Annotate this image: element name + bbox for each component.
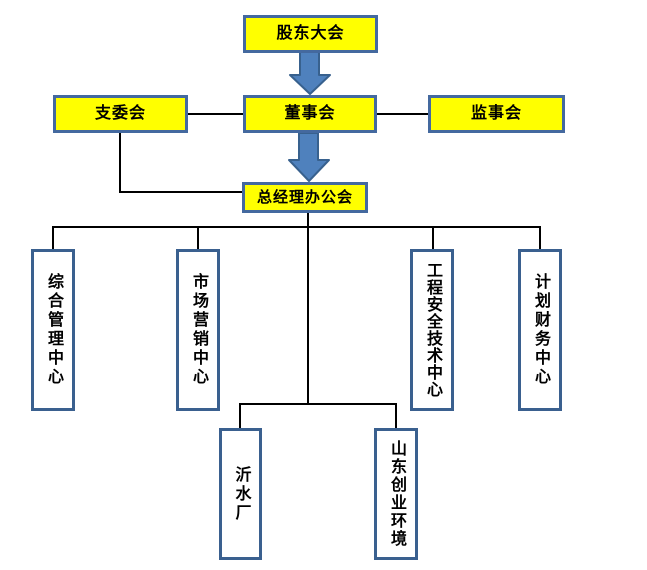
node-board-of-directors-label: 董事会 [284,105,336,122]
node-board-of-directors: 董事会 [243,95,377,133]
connector-branch-to-board [188,113,243,115]
node-general-management-center-label: 综合管理中心 [45,273,62,387]
connector-stub-marketing [197,226,199,249]
down-arrow-board-to-gm-office [288,132,330,182]
connector-stub-shandong [395,403,397,428]
connector-subsidiaries-bus [239,403,397,405]
node-shandong-chuangye-environment-label: 山东创业环境 [388,440,405,548]
down-arrow-shareholders-to-board [289,51,331,95]
node-engineering-safety-tech-center-label: 工程安全技术中心 [424,262,441,398]
connector-trunk-down [307,226,309,405]
node-engineering-safety-tech-center: 工程安全技术中心 [410,249,454,411]
node-marketing-center-label: 市场营销中心 [190,273,207,387]
node-gm-office-meeting: 总经理办公会 [242,182,368,213]
connector-board-to-supervisors [377,113,428,115]
node-yishui-plant: 沂水厂 [219,428,262,560]
node-shareholders-meeting-label: 股东大会 [276,25,345,42]
node-gm-office-meeting-label: 总经理办公会 [256,189,353,206]
node-general-management-center: 综合管理中心 [31,249,75,411]
node-planning-finance-center: 计划财务中心 [518,249,562,411]
node-shandong-chuangye-environment: 山东创业环境 [374,428,418,560]
node-yishui-plant-label: 沂水厂 [232,465,250,523]
node-supervisory-board-label: 监事会 [470,105,522,122]
connector-gm-office-down [307,213,309,227]
node-marketing-center: 市场营销中心 [176,249,220,411]
node-party-branch-committee-label: 支委会 [94,105,146,122]
connector-stub-general-mgmt [52,226,54,249]
connector-branch-to-gm-office [119,191,242,193]
connector-stub-yishui [239,403,241,428]
connector-stub-engineering [432,226,434,249]
node-planning-finance-center-label: 计划财务中心 [532,273,549,387]
connector-stub-planning-finance [539,226,541,249]
connector-centers-bus [52,226,541,228]
connector-branch-down [119,133,121,193]
node-shareholders-meeting: 股东大会 [243,15,378,53]
node-party-branch-committee: 支委会 [53,95,188,133]
node-supervisory-board: 监事会 [428,95,565,133]
